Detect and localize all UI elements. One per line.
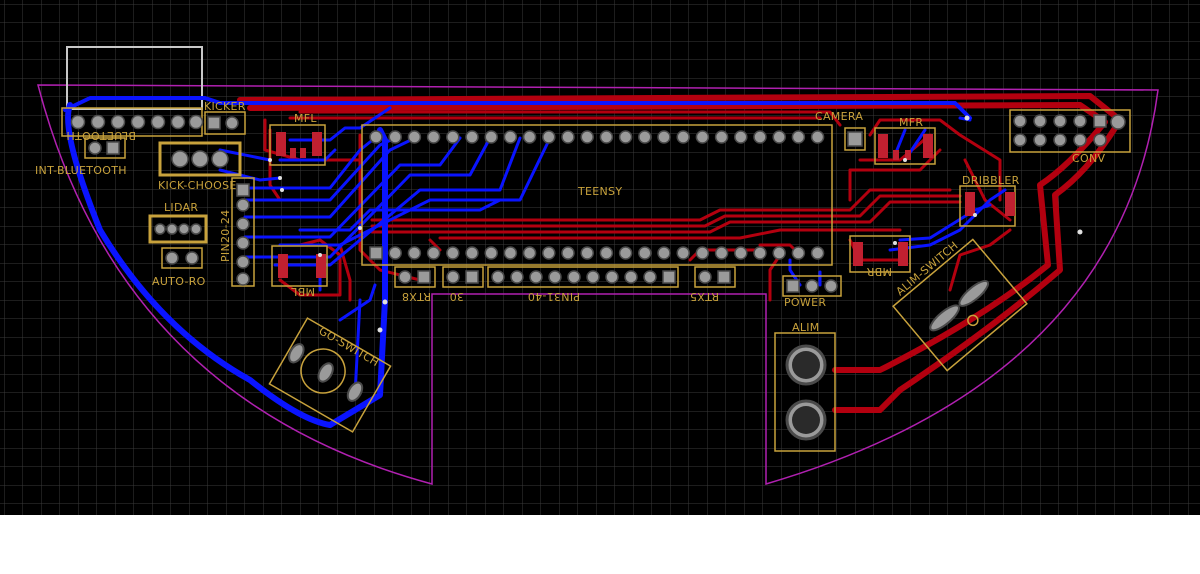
silkscreen-outlines <box>61 107 1131 452</box>
teensy-pin <box>503 246 518 260</box>
teensy-pin <box>714 130 729 144</box>
header-pin <box>586 270 600 284</box>
teensy-pin <box>407 246 422 260</box>
teensy-pin <box>657 130 671 144</box>
teensy-pin <box>676 246 690 260</box>
through-hole-pads <box>70 114 1126 293</box>
header-pin <box>510 270 524 284</box>
teensy-pin <box>638 130 652 144</box>
mbr-label: MBR <box>866 265 892 278</box>
teensy-pin <box>791 130 806 144</box>
teensy-pin <box>791 246 806 260</box>
teensy-pin <box>753 246 767 260</box>
teensy-pin <box>676 130 690 144</box>
teensy-pin <box>426 130 441 144</box>
teensy-pin <box>407 130 422 144</box>
teensy-pin <box>753 130 767 144</box>
lidar-label: LIDAR <box>164 201 198 214</box>
teensy-pin <box>618 130 633 144</box>
header-pin <box>491 270 505 284</box>
header-pin <box>643 270 657 284</box>
teensy-pin <box>522 246 537 260</box>
mfr-label: MFR <box>899 116 923 129</box>
smd-pads <box>276 132 1015 278</box>
teensy-pin <box>484 246 498 260</box>
header-pin <box>567 270 581 284</box>
teensy-pin <box>695 130 710 144</box>
dribbler-label: DRIBBLER <box>962 174 1020 187</box>
teensy-pin <box>657 246 671 260</box>
teensy-pin <box>599 246 614 260</box>
teensy-pin <box>810 246 825 260</box>
header-pin <box>662 270 676 284</box>
teensy-pin <box>522 130 537 144</box>
header-pin <box>529 270 543 284</box>
teensy-pin <box>638 246 652 260</box>
teensy-pin <box>772 130 786 144</box>
pcb-board-view[interactable]: BLUETOOTH INT-BLUETOOTH KICKER KICK-CHOO… <box>0 0 1200 515</box>
teensy-pin <box>561 130 575 144</box>
teensy-pin <box>734 130 748 144</box>
pin31-40-label: PIN31-40 <box>528 290 580 303</box>
teensy-pin <box>542 246 556 260</box>
teensy-pin <box>503 130 518 144</box>
board-outline <box>37 84 1159 486</box>
header-pin <box>624 270 638 284</box>
teensy-pin <box>580 130 594 144</box>
header-pin <box>548 270 562 284</box>
go-switch-component <box>288 343 364 402</box>
power-label: POWER <box>784 296 826 309</box>
teensy-pins <box>369 130 825 260</box>
kick-choose-label: KICK-CHOOSE <box>158 179 237 192</box>
teensy-pin <box>734 246 748 260</box>
vias <box>268 115 1083 333</box>
teensy-pin <box>465 246 479 260</box>
footer-blank-area <box>0 515 1200 574</box>
pin20-24-label: PIN20-24 <box>219 210 232 262</box>
teensy-pin <box>369 246 383 260</box>
teensy-pin <box>369 130 383 144</box>
pcb-layout-canvas[interactable]: BLUETOOTH INT-BLUETOOTH KICKER KICK-CHOO… <box>0 0 1200 515</box>
teensy-pin <box>618 246 633 260</box>
rtx8-label: RTX8 <box>402 290 431 303</box>
teensy-pin <box>561 246 575 260</box>
mbl-label: MBL <box>290 285 315 298</box>
teensy-pin <box>810 130 825 144</box>
bluetooth-module-outline <box>66 46 203 110</box>
teensy-pin <box>599 130 614 144</box>
auto-ro-label: AUTO-RO <box>152 275 206 288</box>
teensy-pin <box>772 246 786 260</box>
bluetooth-label: BLUETOOTH <box>66 129 136 142</box>
teensy-label: TEENSY <box>577 185 622 198</box>
conv-label: CONV <box>1072 152 1105 165</box>
teensy-pin <box>388 130 402 144</box>
int-bluetooth-label: INT-BLUETOOTH <box>35 164 127 177</box>
alim-switch-component <box>929 279 990 332</box>
alim-connector <box>785 344 827 441</box>
alim-label: ALIM <box>792 321 820 334</box>
camera-label: CAMERA <box>815 110 863 123</box>
p30-label: 30 <box>449 290 464 303</box>
teensy-pin <box>695 246 710 260</box>
teensy-pin <box>714 246 729 260</box>
teensy-pin <box>388 246 402 260</box>
teensy-pin <box>446 130 460 144</box>
teensy-pin <box>484 130 498 144</box>
kicker-label: KICKER <box>204 100 246 113</box>
rtx5-label: RTX5 <box>690 290 719 303</box>
teensy-pin <box>542 130 556 144</box>
teensy-pin <box>580 246 594 260</box>
header-pin <box>605 270 619 284</box>
teensy-pin <box>465 130 479 144</box>
grid-background <box>0 0 1200 515</box>
pin31-40-header-pins <box>491 270 676 284</box>
teensy-pin <box>426 246 441 260</box>
teensy-pin <box>446 246 460 260</box>
mfl-label: MFL <box>294 112 317 125</box>
